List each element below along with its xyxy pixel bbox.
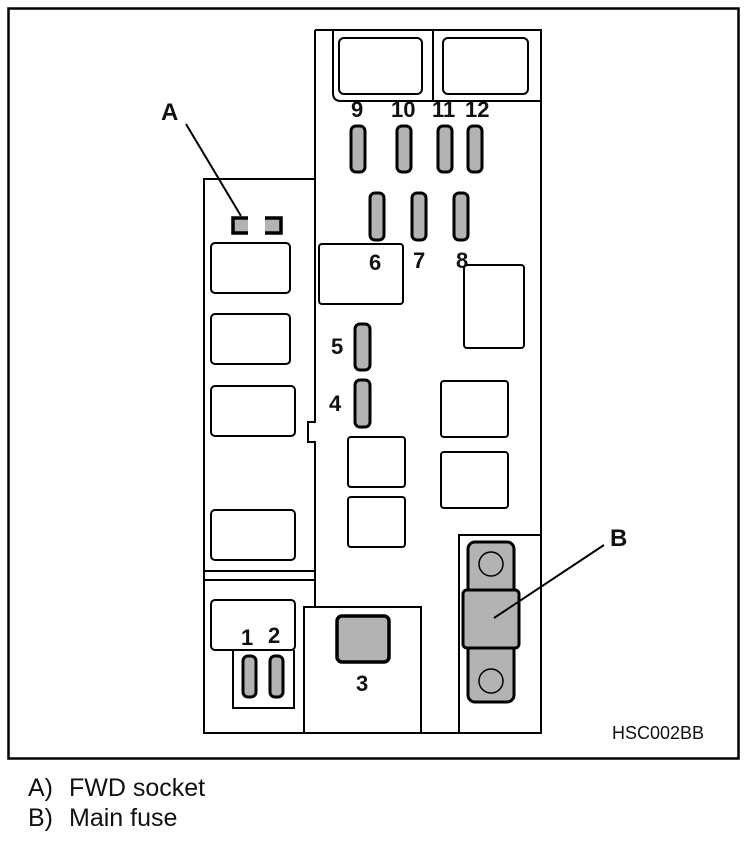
callout-label-b: B [610,525,627,552]
fuse-label-1: 1 [241,625,253,650]
fuse-label-5: 5 [331,334,343,359]
bolt-icon [478,551,504,577]
relay-slot [442,37,529,95]
fuse-label-9: 9 [351,97,363,122]
fuse-9 [349,124,367,174]
relay-slot [210,385,296,437]
fuse-label-6: 6 [369,250,381,275]
main-fuse-housing [458,534,542,734]
bolt-icon [478,668,504,694]
fuse-label-10: 10 [391,97,415,122]
relay-slot [210,509,296,561]
relay-slot [210,599,296,651]
main-fuse-body [461,588,521,650]
fuse-1-2-housing [232,650,295,709]
fuse-3-housing [303,606,422,734]
relay-slot [210,313,291,365]
fuse-label-11: 11 [432,97,455,122]
fuse-label-12: 12 [465,97,489,122]
left-panel [203,178,316,734]
top-relay-housing [332,30,541,102]
fuse-3 [335,614,391,664]
relay-slot [440,380,509,438]
legend: A) FWD socket B) Main fuse [28,773,205,833]
fuse-12 [466,124,484,174]
fuse-11 [436,124,454,174]
relay-slot [338,37,423,95]
relay-slot [210,242,291,294]
relay-slot [440,451,509,509]
fuse-7 [410,191,428,242]
relay-slot [347,436,406,488]
fuse-5 [353,322,372,372]
callout-line-b [493,544,605,619]
relay-slot [347,496,406,548]
relay-slot [318,243,404,305]
fwd-socket-right [265,216,283,235]
fuse-10 [395,124,413,174]
fuse-label-4: 4 [329,391,342,416]
callout-label-a: A [161,99,178,126]
right-panel [315,29,542,734]
fuse-label-7: 7 [413,248,425,273]
fuse-1 [241,654,258,699]
legend-key: B) [28,804,53,832]
fuse-2 [268,654,285,699]
fuse-label-8: 8 [456,248,468,273]
legend-text: FWD socket [69,774,206,802]
legend-key: A) [28,774,53,802]
fwd-socket-left [231,216,248,235]
diagram-code: HSC002BB [612,723,704,743]
legend-item: A) FWD socket [28,773,205,803]
legend-text: Main fuse [69,804,178,832]
callout-line-a [185,123,242,217]
fuse-label-2: 2 [268,623,280,648]
fuse-4 [353,378,372,429]
fuse-6 [368,191,386,242]
fuse-8 [452,191,470,242]
relay-slot [463,264,525,349]
fuse-label-3: 3 [356,671,368,696]
legend-item: B) Main fuse [28,803,205,833]
